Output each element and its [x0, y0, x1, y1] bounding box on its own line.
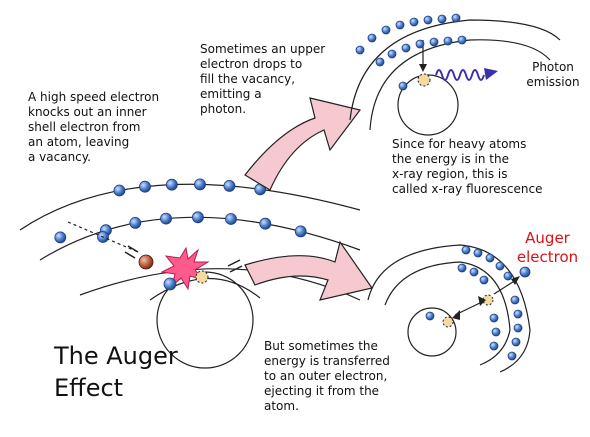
electron-icon — [294, 225, 307, 238]
fl-drop-arrowhead — [419, 64, 427, 72]
electron-icon — [423, 15, 433, 25]
au-transfer-head-a — [452, 310, 460, 320]
ejected-inner-electron — [163, 277, 177, 291]
electron-icon — [429, 37, 439, 47]
electron-icon — [113, 184, 126, 197]
label-outer-transfer: But sometimes the energy is transferred … — [264, 339, 390, 413]
auger-electrons — [425, 245, 523, 361]
fl-inner-shell — [397, 74, 459, 136]
photon-wave — [435, 69, 485, 81]
diagram-title: The Auger Effect — [54, 342, 178, 402]
electron-icon — [443, 36, 453, 46]
electron-icon — [375, 57, 385, 67]
incident-trajectory — [67, 221, 139, 253]
electron-icon — [415, 39, 425, 49]
electron-icon — [425, 311, 435, 321]
auger-ejected-electron — [519, 266, 531, 278]
electron-icon — [469, 267, 479, 277]
electron-icon — [194, 178, 206, 191]
au-transfer-head-b — [478, 296, 486, 306]
electron-icon — [489, 313, 499, 323]
electron-icon — [401, 43, 411, 53]
electron-icon — [511, 337, 521, 347]
electron-icon — [223, 179, 236, 192]
electron-icon — [381, 25, 391, 35]
incident-trail-1 — [124, 251, 136, 259]
electron-icon — [225, 213, 237, 225]
au-vacancy-outer — [482, 294, 494, 306]
electron-icon — [191, 211, 204, 224]
label-heavy-atoms: Since for heavy atoms the energy is in t… — [392, 137, 543, 196]
electron-icon — [451, 13, 461, 23]
electron-icon — [491, 327, 501, 337]
arrow-to-auger — [244, 240, 373, 301]
electron-icon — [513, 323, 523, 333]
electron-icon — [398, 81, 408, 91]
incident-path — [67, 221, 154, 270]
ejected-speed-lines — [227, 259, 243, 273]
electron-icon — [387, 49, 397, 59]
electron-icon — [160, 212, 172, 225]
au-inner-shell — [407, 307, 457, 357]
collision-burst — [160, 246, 210, 291]
electron-icon — [507, 351, 517, 361]
electron-icon — [457, 35, 467, 45]
au-vacancy-inner — [442, 316, 454, 328]
electron-icon — [367, 33, 377, 43]
label-intro: A high speed electron knocks out an inne… — [28, 90, 160, 164]
electron-icon — [437, 14, 447, 24]
electron-icon — [129, 216, 142, 229]
au-eject-head — [511, 276, 520, 285]
incident-electron — [138, 254, 154, 270]
electron-icon — [473, 248, 483, 258]
incident-trail-2 — [127, 245, 139, 253]
electron-icon — [513, 309, 523, 319]
main-middle-shell — [39, 216, 361, 261]
electron-icon — [54, 231, 67, 244]
main-atom — [19, 183, 361, 369]
auger-atom — [367, 244, 531, 373]
electron-icon — [461, 245, 471, 255]
electron-icon — [395, 20, 405, 30]
electron-icon — [489, 341, 499, 351]
electron-icon — [485, 253, 495, 263]
label-upper-drop: Sometimes an upper electron drops to fil… — [200, 42, 326, 116]
electron-icon — [139, 180, 151, 193]
electron-icon — [495, 261, 505, 271]
electron-icon — [479, 275, 489, 285]
electron-icon — [503, 271, 513, 281]
label-photon-emission: Photon emission — [526, 60, 580, 89]
electron-icon — [355, 45, 365, 55]
electron-icon — [457, 263, 467, 273]
fluorescence-electrons — [355, 13, 467, 91]
electron-icon — [510, 295, 520, 305]
main-outer-shell — [19, 183, 361, 231]
au-outer-shell — [367, 244, 531, 373]
electron-icon — [259, 217, 272, 230]
electron-icon — [165, 178, 178, 191]
main-vacancy — [195, 270, 209, 284]
label-auger-electron: Auger electron — [516, 229, 579, 266]
arrow-to-fluorescence — [244, 97, 362, 191]
photon-arrowhead — [484, 68, 498, 80]
au-eject-line — [493, 279, 517, 295]
electron-icon — [409, 17, 419, 27]
au-middle-shell — [384, 261, 511, 366]
fl-vacancy — [417, 73, 431, 87]
